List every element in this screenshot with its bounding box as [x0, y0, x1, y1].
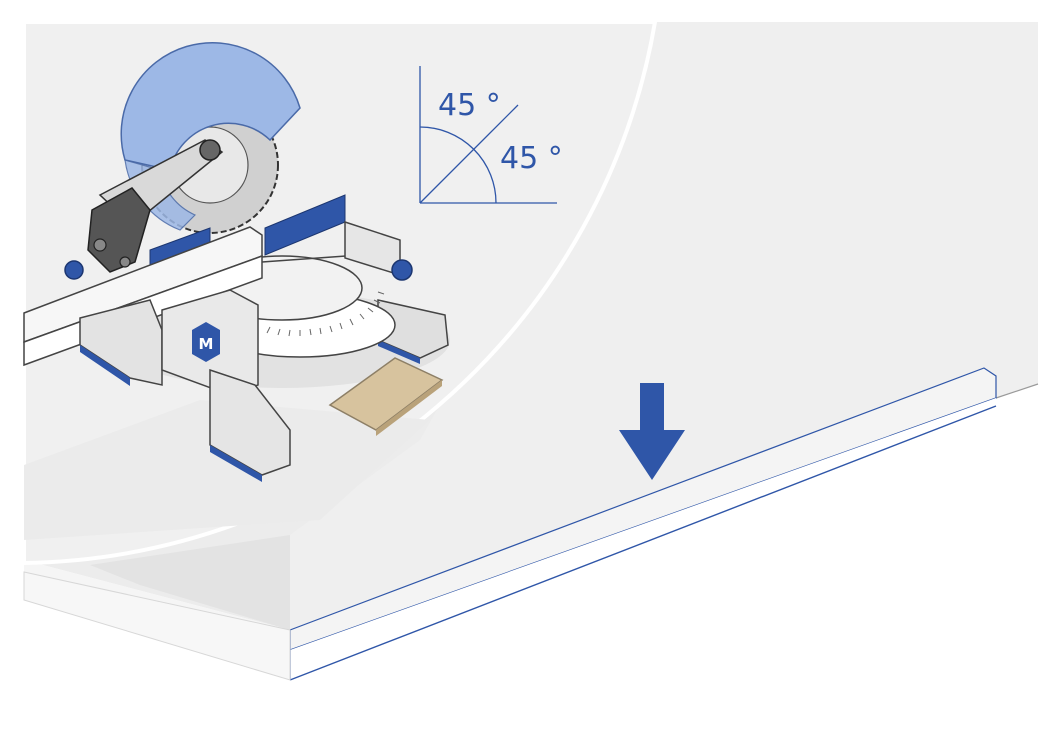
floor-shadow [90, 535, 290, 630]
wood-offcut-edge [376, 380, 442, 436]
angle-label-right: 45 ° [500, 141, 563, 176]
baseboard-left [23, 571, 291, 681]
saw-handle-pivot [93, 238, 107, 252]
saw-front-foot [210, 445, 262, 482]
saw-turntable-slot [261, 254, 361, 263]
callout-floor [24, 400, 430, 540]
baseboard-front [290, 398, 996, 680]
wall-edge-line [995, 383, 1039, 399]
saw-arm-handle [87, 187, 151, 273]
angle-diagram: 45 ° 45 ° [419, 66, 563, 204]
workpiece-top [23, 226, 263, 344]
baseboard [23, 367, 997, 681]
saw-handle-pivot-2 [119, 256, 131, 268]
angle-arc [419, 126, 497, 204]
brand-logo: M [192, 322, 220, 362]
brand-logo-glyph: M [199, 335, 214, 353]
saw-right-foot [378, 340, 420, 364]
angle-scale-ticks [266, 291, 385, 337]
saw-pivot [199, 139, 221, 161]
right-wall [290, 22, 1038, 630]
angle-label-top: 45 ° [438, 88, 501, 123]
saw-blade-guard [120, 41, 301, 171]
angle-diagonal [419, 104, 519, 204]
saw-knob-left [64, 260, 84, 280]
miter-saw: M [23, 41, 450, 482]
baseboard-front-edge [289, 405, 997, 681]
saw-left-foot [80, 345, 130, 386]
arrow-down-icon [619, 383, 685, 480]
saw-knob-right [391, 259, 413, 281]
